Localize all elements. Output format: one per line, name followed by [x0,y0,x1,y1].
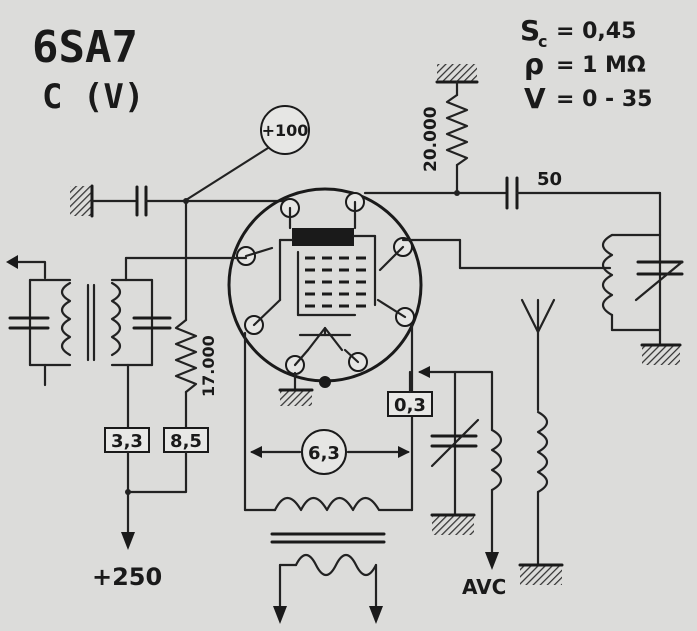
tube-grids-icon [305,256,366,308]
antenna-coil-icon [536,410,549,494]
tube-type: 6SA7 [32,22,138,73]
tube-envelope [227,187,423,383]
voltage-box-0-3: 0,3 [394,395,426,416]
supply-100-node [260,105,310,155]
resistor-17000-label: 17.000 [199,335,218,397]
ground-top-icon [437,64,477,82]
if-coil-primary-icon [60,281,72,357]
svg-text:V: V [524,82,546,115]
param-rho: ρ = 1 MΩ [524,48,646,81]
svg-text:c: c [538,32,547,51]
svg-text:= 0 - 35: = 0 - 35 [556,87,652,112]
avc-label: AVC [462,575,506,599]
rf-coil-icon [490,428,503,492]
if-coil-secondary-icon [110,281,122,357]
svg-text:= 1 MΩ: = 1 MΩ [556,53,646,78]
oscillator-coil-icon [601,233,614,317]
transformer-primary-icon [273,496,381,512]
heater-out-arrow-icon [273,606,287,624]
param-sc: S c = 0,45 [520,14,636,51]
svg-text:S: S [520,14,540,47]
output-arrow-icon [6,255,18,269]
tube-class: C (V) [42,77,144,117]
ground-left-icon [70,186,92,216]
svg-text:ρ: ρ [524,48,544,81]
heater-voltage-label: 6,3 [308,443,340,464]
heater-voltage-node [301,429,347,475]
heater-out-arrow-icon [369,606,383,624]
transformer-secondary-icon [294,553,378,577]
svg-text:= 0,45: = 0,45 [556,19,636,44]
supply-250-label: +250 [92,563,162,591]
resistor-20000-label: 20.000 [421,106,441,172]
ground-tube-icon [280,390,312,406]
ground-antenna-icon [520,565,562,585]
voltage-box-3-3: 3,3 [111,431,143,452]
ground-right-icon [642,345,680,365]
capacitor-50-label: 50 [537,169,562,190]
resistor-20000-icon [445,93,469,167]
resistor-17000-icon [174,318,198,394]
tube-plate-icon [292,228,354,246]
supply-arrow-icon [121,532,135,550]
param-v: V = 0 - 35 [524,82,652,115]
ground-rf-icon [432,515,474,535]
voltage-box-8-5: 8,5 [170,431,202,452]
supply-100-label: +100 [262,121,309,140]
avc-arrow-icon [485,552,499,570]
